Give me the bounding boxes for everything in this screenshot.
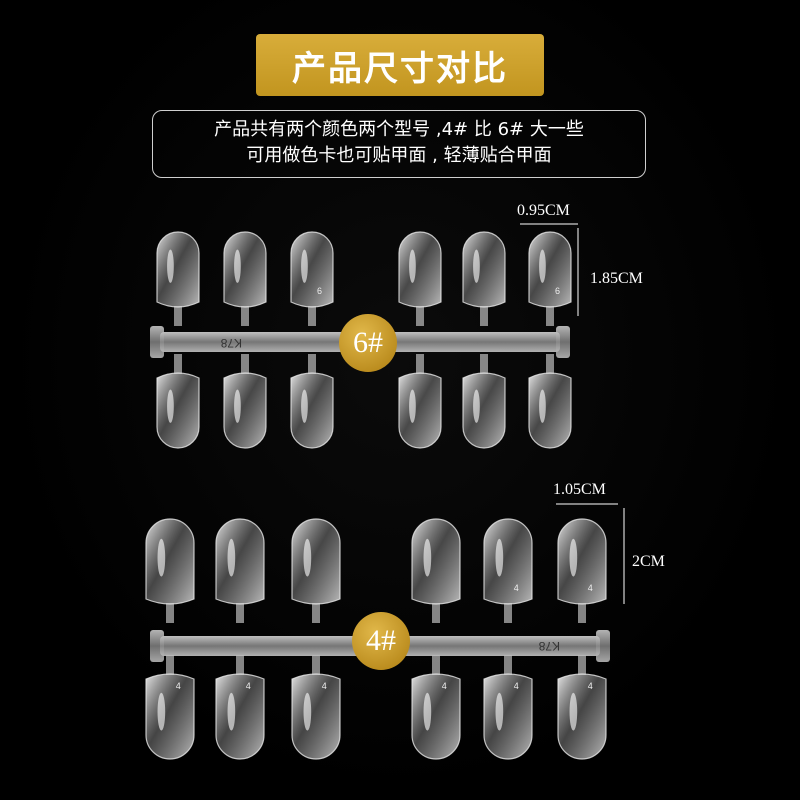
tray-4-bottom-nail: 4 xyxy=(557,655,607,760)
tray-4-top-nail xyxy=(215,518,265,623)
tray-6-end-right xyxy=(556,326,570,358)
size-badge-4: 4# xyxy=(352,612,410,670)
tray-4-height-label: 2CM xyxy=(632,553,665,570)
tray-6-end-left xyxy=(150,326,164,358)
tray-6-bottom-nail xyxy=(462,354,506,449)
tray-6-height-label: 1.85CM xyxy=(590,270,643,287)
description-line-2: 可用做色卡也可贴甲面 , 轻薄贴合甲面 xyxy=(246,145,552,166)
tray-4-bottom-nail-mark: 4 xyxy=(176,681,181,691)
tray-4-end-right xyxy=(596,630,610,662)
size-badge-6: 6# xyxy=(339,314,397,372)
tray-6-top-nail-mark: 6 xyxy=(555,286,560,296)
tray-6-bottom-nail xyxy=(528,354,572,449)
tray-4-top-nail: 4 xyxy=(557,518,607,623)
description-box: 产品共有两个颜色两个型号 ,4# 比 6# 大一些 可用做色卡也可贴甲面 , 轻… xyxy=(152,110,646,178)
title-text: 产品尺寸对比 xyxy=(292,48,508,89)
tray-6-top-nail xyxy=(223,231,267,326)
tray-4-width-label: 1.05CM xyxy=(553,481,606,498)
tray-6-top-nail-mark: 6 xyxy=(317,286,322,296)
tray-6-top-nail: 6 xyxy=(290,231,334,326)
tray-6-top-nail xyxy=(156,231,200,326)
tray-4-top-nail-mark: 4 xyxy=(514,583,519,593)
tray-4-bottom-nail-mark: 4 xyxy=(588,681,593,691)
tray-6-bottom-nail xyxy=(398,354,442,449)
title-banner: 产品尺寸对比 xyxy=(256,34,544,96)
tray-4-bottom-nail-mark: 4 xyxy=(442,681,447,691)
tray-4-mark: K78 xyxy=(538,639,560,653)
tray-4-top-nail xyxy=(291,518,341,623)
tray-6: K78 6 6 xyxy=(150,231,572,449)
tray-4-bottom-nail-mark: 4 xyxy=(246,681,251,691)
tray-6-top-nail: 6 xyxy=(528,231,572,326)
tray-4: K78 4 4 4 4 4 4 4 4 xyxy=(145,518,610,760)
size-badge-4-text: 4# xyxy=(366,624,396,657)
tray-4-top-nail-mark: 4 xyxy=(588,583,593,593)
tray-4-top-nail: 4 xyxy=(483,518,533,623)
tray-4-bottom-nail-mark: 4 xyxy=(514,681,519,691)
tray-6-mark: K78 xyxy=(220,336,242,350)
tray-6-width-label: 0.95CM xyxy=(517,202,570,219)
tray-4-bottom-nail-mark: 4 xyxy=(322,681,327,691)
tray-4-top-nail xyxy=(145,518,195,623)
tray-6-top-nail xyxy=(398,231,442,326)
size-badge-6-text: 6# xyxy=(353,326,383,359)
tray-4-end-left xyxy=(150,630,164,662)
tray-4-bottom-nail: 4 xyxy=(145,655,195,760)
tray-6-bottom-nail xyxy=(156,354,200,449)
tray-4-bottom-nail: 4 xyxy=(411,655,461,760)
tray-4-bottom-nail: 4 xyxy=(291,655,341,760)
tray-6-top-nail xyxy=(462,231,506,326)
tray-4-top-nail xyxy=(411,518,461,623)
description-line-1: 产品共有两个颜色两个型号 ,4# 比 6# 大一些 xyxy=(214,119,584,140)
tray-4-bottom-nail: 4 xyxy=(215,655,265,760)
tray-6-bottom-nail xyxy=(290,354,334,449)
tray-6-bottom-nail xyxy=(223,354,267,449)
tray-4-bottom-nail: 4 xyxy=(483,655,533,760)
